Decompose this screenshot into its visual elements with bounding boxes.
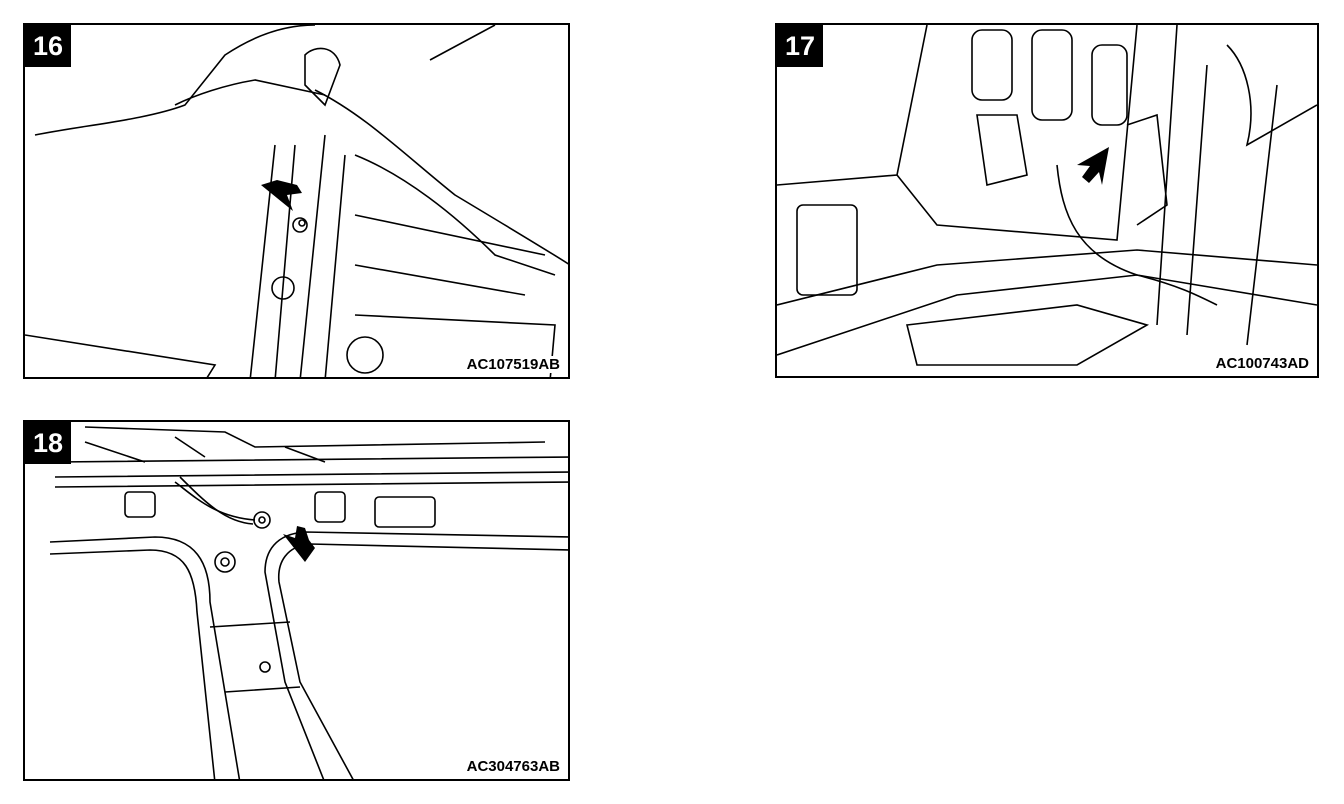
figure-code: AC107519AB xyxy=(464,356,562,373)
figure-code: AC100743AD xyxy=(1213,355,1311,372)
figure-17: 17 AC100743AD xyxy=(775,23,1319,378)
illustration-ground-bolt-roof xyxy=(49,426,568,779)
figure-number: 17 xyxy=(777,25,823,67)
illustration-ground-wire-rear xyxy=(777,25,1317,366)
figure-number: 16 xyxy=(25,25,71,67)
figure-number: 18 xyxy=(25,422,71,464)
figure-18: 18 AC304763AB xyxy=(23,420,570,781)
figure-16: 16 AC107519AB xyxy=(23,23,570,379)
illustration-ground-bolt-pillar xyxy=(25,25,568,377)
figure-code: AC304763AB xyxy=(464,758,562,775)
